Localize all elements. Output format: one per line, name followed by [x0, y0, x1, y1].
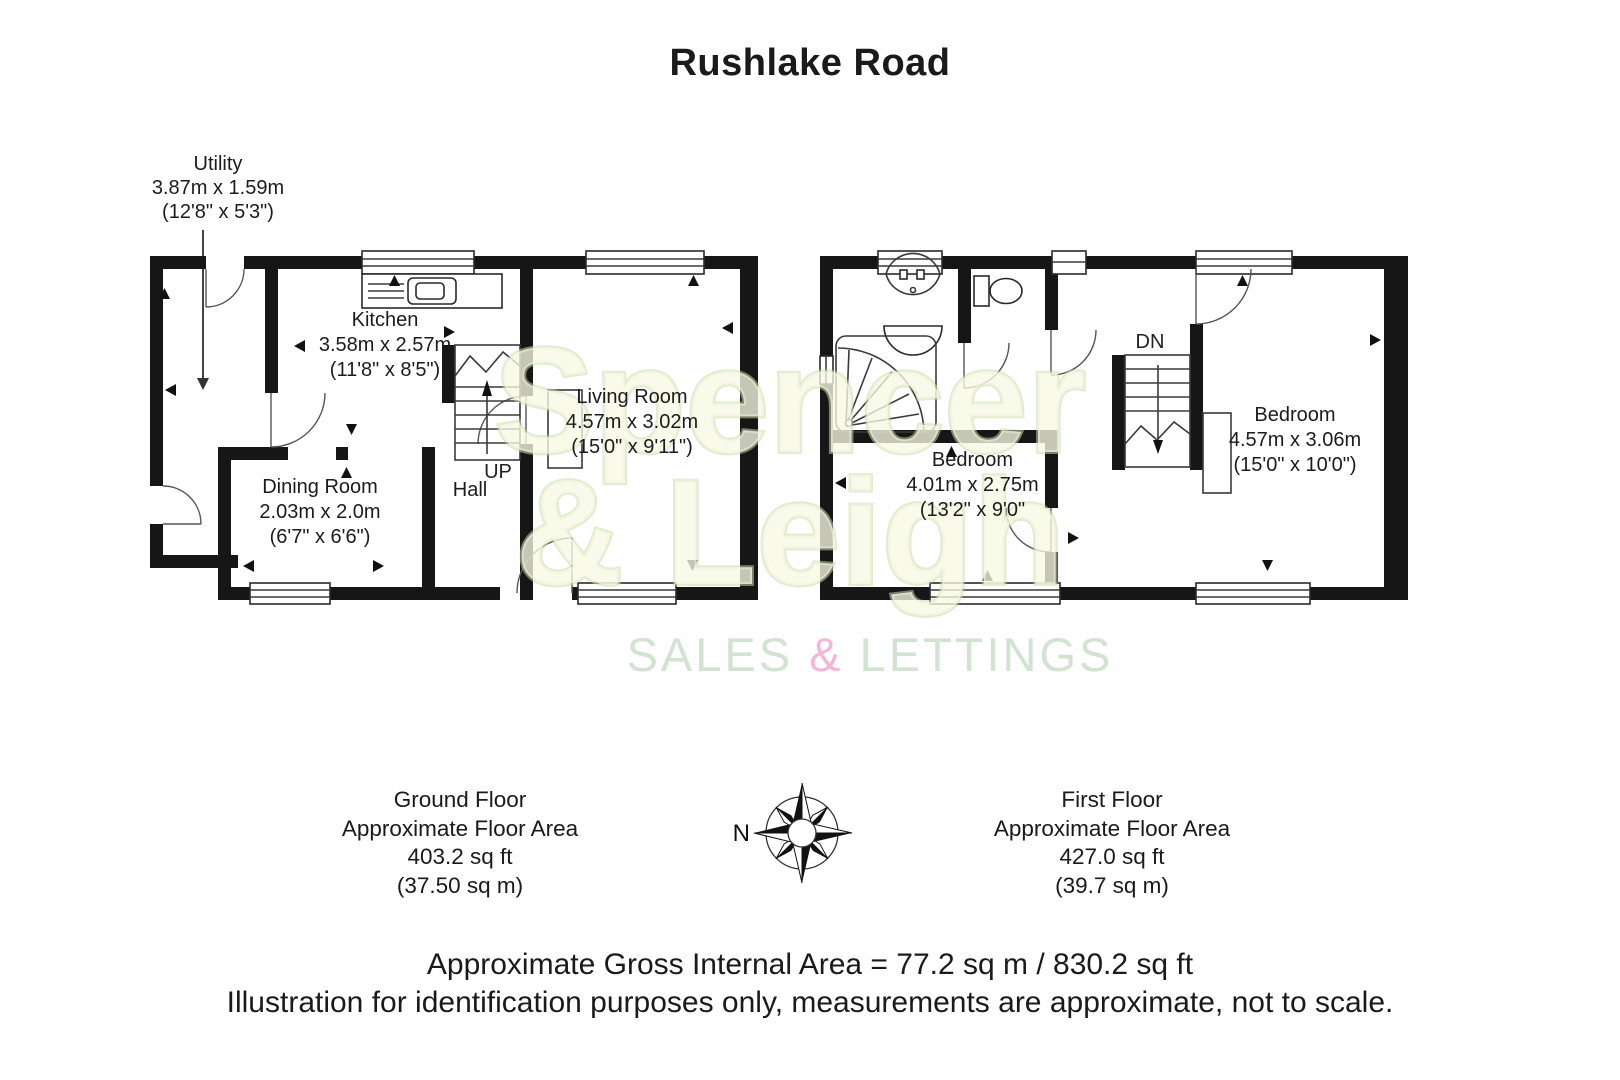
- first-floor-windows: [819, 250, 1311, 605]
- ground-floor-windows: [249, 250, 705, 605]
- floor-name: Ground Floor: [393, 787, 527, 812]
- room-name: Hall: [452, 479, 488, 501]
- room-label-hall: Hall: [420, 478, 520, 503]
- room-label-dining-room: Dining Room 2.03m x 2.0m (6'7" x 6'6"): [205, 475, 435, 550]
- door-arc: [963, 342, 1010, 389]
- room-dims-imperial: (12'8" x 5'3"): [162, 201, 274, 223]
- watermark-lettings: LETTINGS: [844, 628, 1114, 681]
- ground-floor-summary: Ground Floor Approximate Floor Area 403.…: [310, 786, 610, 900]
- floor-area-caption: Approximate Floor Area: [993, 815, 1231, 841]
- floor-area-caption: Approximate Floor Area: [341, 815, 579, 841]
- gross-internal-area: Approximate Gross Internal Area = 77.2 s…: [426, 948, 1194, 981]
- toilet-icon: [973, 275, 1023, 307]
- window: [585, 250, 705, 275]
- compass-rose-icon: N: [733, 782, 853, 884]
- chimney-breast: [547, 389, 583, 469]
- window: [249, 582, 331, 605]
- room-dims-metric: 4.57m x 3.02m: [565, 411, 699, 433]
- shower-icon: [835, 335, 937, 435]
- stairs-down-label: DN: [1136, 331, 1165, 353]
- window: [1195, 582, 1311, 605]
- window: [819, 355, 834, 385]
- watermark-sales: SALES: [627, 628, 810, 681]
- utility-leader-line: [202, 230, 204, 380]
- window: [361, 250, 475, 275]
- disclaimer-text: Illustration for identification purposes…: [226, 986, 1394, 1019]
- room-dims-metric: 2.03m x 2.0m: [259, 501, 381, 523]
- first-floor-walls: [820, 256, 1408, 600]
- door-arc: [205, 268, 245, 308]
- ground-floor-walls: [150, 256, 758, 600]
- room-label-bedroom-right: Bedroom 4.57m x 3.06m (15'0" x 10'0"): [1180, 403, 1410, 478]
- floor-name: First Floor: [1061, 787, 1163, 812]
- room-dims-metric: 3.58m x 2.57m: [318, 334, 452, 356]
- room-dims-imperial: (11'8" x 8'5"): [329, 359, 441, 381]
- first-floor-plan: DN: [819, 250, 1408, 605]
- first-floor-summary: First Floor Approximate Floor Area 427.0…: [962, 786, 1262, 900]
- room-label-living-room: Living Room 4.57m x 3.02m (15'0" x 9'11"…: [517, 385, 747, 460]
- utility-leader-arrowhead: [197, 378, 209, 390]
- door-arc: [162, 485, 202, 525]
- room-dims-imperial: (13'2" x 9'0": [919, 499, 1026, 521]
- floor-area-sqft: 403.2 sq ft: [407, 844, 513, 869]
- room-name: Bedroom: [1254, 404, 1336, 426]
- door-arc: [477, 395, 527, 445]
- stairs-down: [1124, 354, 1191, 468]
- watermark-tagline: SALES & LETTINGS: [627, 628, 1114, 681]
- stairs-up-label: UP: [484, 461, 512, 483]
- floor-area-sqft: 427.0 sq ft: [1059, 844, 1165, 869]
- room-dims-imperial: (15'0" x 10'0"): [1233, 454, 1357, 476]
- page-title: Rushlake Road: [669, 42, 951, 84]
- chimney-breast: [1202, 412, 1232, 494]
- room-dims-metric: 4.01m x 2.75m: [906, 474, 1039, 496]
- window: [929, 582, 1061, 605]
- door-arc: [516, 537, 573, 594]
- ground-floor-doors: [162, 268, 573, 594]
- room-name: Dining Room: [262, 476, 378, 498]
- pointer-arrows: [159, 275, 733, 572]
- first-floor-doors: [963, 268, 1252, 553]
- room-dims-imperial: (15'0" x 9'11"): [571, 436, 693, 458]
- watermark-ampersand: &: [809, 628, 843, 681]
- room-name: Living Room: [576, 386, 688, 408]
- sink-icon: [883, 252, 943, 356]
- window: [1051, 250, 1087, 275]
- window: [1195, 250, 1293, 275]
- sink-icon: [407, 277, 457, 305]
- door-arc: [1050, 329, 1097, 376]
- stairs-up: [454, 344, 521, 461]
- footer-disclaimer: Approximate Gross Internal Area = 77.2 s…: [0, 946, 1620, 1022]
- room-dims-metric: 4.57m x 3.06m: [1228, 429, 1362, 451]
- room-label-kitchen: Kitchen 3.58m x 2.57m (11'8" x 8'5"): [270, 308, 500, 383]
- door-arc: [1005, 507, 1052, 553]
- room-name: Kitchen: [351, 309, 419, 331]
- room-name: Bedroom: [931, 449, 1014, 471]
- room-dims-imperial: (6'7" x 6'6"): [269, 526, 371, 548]
- room-label-bedroom-left: Bedroom 4.01m x 2.75m (13'2" x 9'0": [855, 448, 1090, 523]
- floor-area-sqm: (39.7 sq m): [1055, 872, 1169, 898]
- ground-floor-plan: UP: [150, 250, 758, 605]
- compass-north-label: N: [733, 820, 750, 847]
- door-arc: [1195, 268, 1252, 325]
- floor-area-sqm: (37.50 sq m): [396, 872, 524, 898]
- door-arc: [270, 392, 326, 448]
- pointer-arrows: [835, 275, 1381, 581]
- room-name: Utility: [193, 153, 243, 175]
- room-dims-metric: 3.87m x 1.59m: [151, 177, 285, 199]
- room-label-utility: Utility 3.87m x 1.59m (12'8" x 5'3"): [103, 152, 333, 224]
- window: [577, 582, 677, 605]
